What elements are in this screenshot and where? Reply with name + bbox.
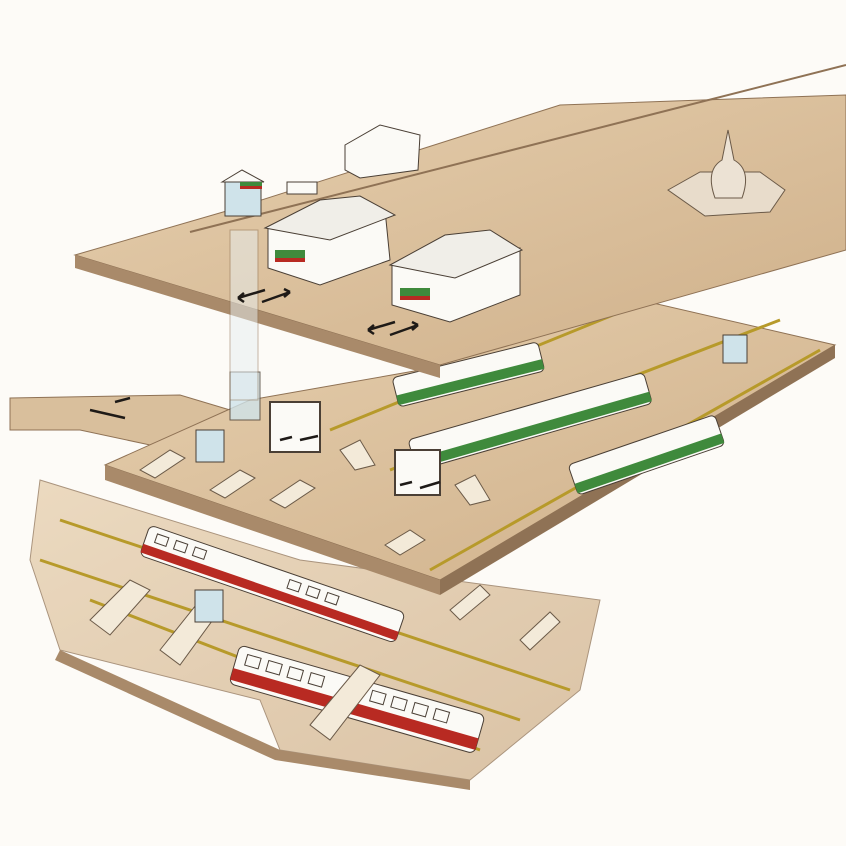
- elevator-red-line: [194, 589, 224, 623]
- fare-gates: [269, 401, 441, 496]
- headhouse-left: [263, 195, 397, 286]
- bench: [286, 181, 318, 195]
- elevator-shaft-street-to-mezzanine: [229, 229, 259, 401]
- green-line-train-3: [568, 415, 725, 495]
- escalator-headhouse-rear: [344, 124, 421, 179]
- red-line-train-upper: [140, 526, 405, 643]
- red-line-level-front-edge: [55, 650, 470, 790]
- green-line-stairs: [139, 439, 491, 556]
- red-line-level: [29, 479, 601, 790]
- arrow-icon: [299, 434, 319, 442]
- elevator-platform-right: [722, 334, 748, 364]
- sidewalk-curb: [189, 64, 846, 233]
- arrow-icon: [367, 320, 396, 336]
- green-line-train-2: [408, 373, 652, 471]
- green-line-train-1: [392, 342, 545, 407]
- elevator-kiosk: [220, 169, 265, 217]
- arrow-icon: [279, 435, 293, 442]
- elevator-platform: [195, 429, 225, 463]
- arrow-icon: [261, 287, 291, 304]
- arrow-icon: [237, 288, 266, 304]
- arrow-icon: [399, 480, 413, 487]
- arrow-icon: [114, 396, 131, 404]
- arrow-icon: [389, 320, 419, 337]
- green-line-level: [9, 298, 837, 595]
- headhouse-right: [388, 229, 524, 323]
- arrow-icon: [89, 408, 126, 420]
- street-level: [73, 64, 846, 401]
- direction-arrows: [89, 287, 441, 490]
- fountain: [667, 129, 786, 217]
- arrow-icon: [419, 480, 441, 490]
- green-line-level-front-edge: [105, 465, 440, 595]
